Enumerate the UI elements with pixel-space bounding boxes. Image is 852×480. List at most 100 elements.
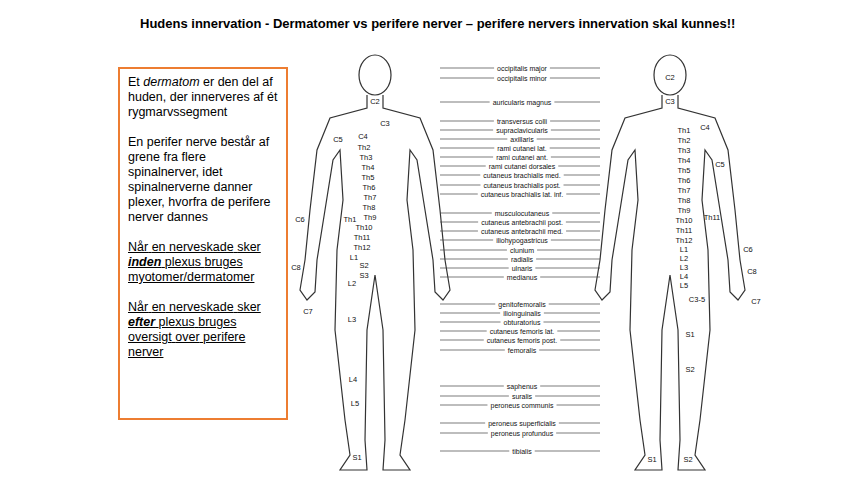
leader-line bbox=[566, 231, 600, 232]
leader-line bbox=[440, 277, 504, 278]
leader-line bbox=[566, 194, 600, 195]
word: inden bbox=[128, 255, 161, 269]
word: over bbox=[175, 330, 199, 344]
word: sker bbox=[237, 300, 261, 314]
nerve-name: saphenus bbox=[507, 383, 537, 390]
word: Når bbox=[128, 240, 148, 254]
dermatome-label: C3 bbox=[665, 98, 675, 106]
leader-line bbox=[440, 121, 494, 122]
dermatome-label: C6 bbox=[743, 246, 753, 254]
dermatome-label: L5 bbox=[351, 400, 359, 408]
word: spinalnerver, bbox=[128, 165, 199, 179]
body-outline bbox=[595, 95, 745, 470]
word: Når bbox=[128, 300, 148, 314]
leader-line bbox=[543, 322, 600, 323]
paragraph: Når en nerveskade sker inden plexus brug… bbox=[128, 240, 278, 285]
leader-line bbox=[536, 259, 600, 260]
dermatome-label: Th8 bbox=[678, 197, 691, 205]
word: sker bbox=[237, 240, 261, 254]
nerve-name: radialis bbox=[511, 256, 533, 263]
word: hvorfra bbox=[168, 195, 207, 209]
dermatome-label: S2 bbox=[685, 366, 694, 374]
text-box: Et dermatom er den del af huden, der inn… bbox=[118, 67, 288, 420]
dermatome-label: L3 bbox=[680, 264, 688, 272]
dermatome-label: Th10 bbox=[675, 217, 692, 225]
dermatome-label: L5 bbox=[680, 282, 688, 290]
dermatome-label: Th7 bbox=[678, 187, 691, 195]
word: del bbox=[242, 75, 259, 89]
word: de bbox=[211, 195, 225, 209]
dermatome-label: Th3 bbox=[678, 147, 691, 155]
leader-line bbox=[440, 386, 504, 387]
leader-line bbox=[440, 130, 493, 131]
dermatome-label: Th6 bbox=[678, 177, 691, 185]
head-outline bbox=[654, 55, 686, 95]
leader-line bbox=[440, 157, 493, 158]
nerve-name: axillaris bbox=[510, 136, 533, 143]
word: plexus bbox=[159, 315, 195, 329]
nerve-name: suralis bbox=[512, 393, 532, 400]
dermatome-label: L4 bbox=[680, 273, 688, 281]
word: nerveskade bbox=[169, 240, 234, 254]
leader-line bbox=[440, 240, 493, 241]
word: bruges bbox=[198, 315, 236, 329]
leader-line bbox=[558, 166, 600, 167]
dermatome-label: Th6 bbox=[363, 184, 376, 192]
leader-line bbox=[560, 340, 600, 341]
nerve-name: rami cutanei lat. bbox=[497, 145, 546, 152]
word: plexer, bbox=[128, 195, 165, 209]
nerve-name: supraclavicularis bbox=[496, 127, 548, 134]
word: af bbox=[262, 75, 272, 89]
dermatome-label: Th11 bbox=[354, 234, 371, 242]
dermatome-label: Th9 bbox=[678, 207, 691, 215]
leader-line bbox=[440, 322, 501, 323]
word: fra bbox=[163, 150, 178, 164]
leader-line bbox=[440, 185, 480, 186]
dermatome-label: S3 bbox=[359, 272, 368, 280]
nerve-name: clunium bbox=[510, 247, 534, 254]
leader-line bbox=[550, 78, 600, 79]
word: den bbox=[218, 75, 239, 89]
front-figure bbox=[300, 55, 450, 470]
dermatome-label: Th10 bbox=[355, 224, 372, 232]
leader-line bbox=[440, 350, 505, 351]
word: plexus bbox=[165, 255, 201, 269]
nerve-name: auricularis magnus bbox=[493, 99, 552, 106]
dermatome-label: C5 bbox=[333, 136, 343, 144]
dermatome-label: Th9 bbox=[364, 214, 377, 222]
dermatome-label: Th11 bbox=[704, 214, 721, 222]
nerve-name: ilioinguinalis bbox=[503, 310, 541, 317]
leader-line bbox=[535, 396, 600, 397]
nerve-name: peroneus superficialis bbox=[488, 420, 556, 427]
leader-line bbox=[559, 423, 600, 424]
word: består bbox=[220, 135, 255, 149]
dermatome-label: C8 bbox=[291, 264, 301, 272]
dermatome-label: L3 bbox=[348, 316, 356, 324]
nerve-name: transversus colli bbox=[497, 118, 547, 125]
leader-line bbox=[540, 277, 600, 278]
leader-line bbox=[551, 240, 600, 241]
leader-line bbox=[440, 313, 500, 314]
leader-line bbox=[440, 148, 494, 149]
leader-line bbox=[540, 386, 600, 387]
paragraph: En perifer nerve består af grene fra fle… bbox=[128, 135, 278, 225]
leader-line bbox=[564, 175, 600, 176]
dermatome-label: S1 bbox=[647, 456, 656, 464]
dermatome-label: C2 bbox=[665, 74, 675, 82]
body-outline bbox=[300, 95, 450, 470]
head-outline bbox=[359, 55, 391, 95]
leader-line bbox=[549, 304, 600, 305]
word: oversigt bbox=[128, 330, 172, 344]
back-figure bbox=[595, 55, 745, 470]
word: grene bbox=[128, 150, 160, 164]
leader-line bbox=[566, 222, 600, 223]
leader-line bbox=[550, 148, 600, 149]
dermatome-label: Th2 bbox=[678, 137, 691, 145]
leader-line bbox=[440, 304, 495, 305]
word: nerve bbox=[186, 135, 217, 149]
word: nerver bbox=[128, 210, 163, 224]
dermatome-label: C8 bbox=[747, 268, 757, 276]
word: Et bbox=[128, 75, 140, 89]
word: dermatom bbox=[143, 75, 199, 89]
nerve-name: cutaneus femoris post. bbox=[487, 337, 557, 344]
